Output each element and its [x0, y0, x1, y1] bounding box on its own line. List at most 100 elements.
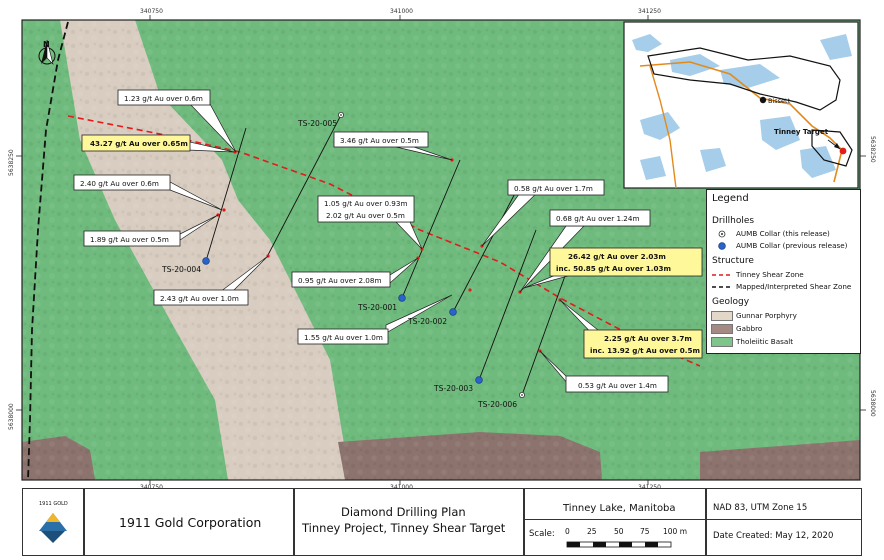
mapped-shear-zone: [27, 21, 69, 480]
callout-text-2: 2.02 g/t Au over 0.5m: [326, 211, 405, 220]
callout-text: 1.55 g/t Au over 1.0m: [304, 333, 383, 342]
legend-geology-label: Tholeiitic Basalt: [736, 337, 794, 346]
x-coord-bottom-2: 341000: [390, 484, 413, 491]
legend-collar-previous-label: AUMB Collar (previous release): [736, 241, 848, 250]
callout-text: 43.27 g/t Au over 0.65m: [90, 139, 188, 148]
collar-previous-release-icon: [711, 241, 733, 251]
callout-14: 0.53 g/t Au over 1.4m: [565, 375, 669, 393]
scale-tick-50: 50: [614, 527, 624, 536]
legend-geology-label: Gunnar Porphyry: [736, 311, 797, 320]
red-dashed-line-icon: [711, 270, 733, 280]
scale-tick-0: 0: [565, 527, 570, 536]
inset-label-tinney-target: Tinney Target: [774, 128, 829, 136]
callout-text: 0.58 g/t Au over 1.7m: [514, 184, 593, 193]
title-cell: Diamond Drilling Plan Tinney Project, Ti…: [294, 488, 524, 556]
hole-label-ts-20-006: TS-20-006: [477, 400, 517, 409]
x-coord-bottom-1: 340750: [140, 484, 163, 491]
tinney-target-marker: [839, 147, 847, 155]
callout-6: 3.46 g/t Au over 0.5m: [333, 131, 429, 148]
hole-label-ts-20-001: TS-20-001: [357, 303, 397, 312]
scale-bar: [566, 541, 672, 548]
y-coord-right-2: 5638000: [869, 390, 876, 417]
legend-mapped-label: Mapped/Interpreted Shear Zone: [736, 282, 852, 291]
callout-text: 3.46 g/t Au over 0.5m: [340, 136, 419, 145]
inset-map: Bissett Tinney Target: [623, 21, 859, 189]
collar-ts-20-002[interactable]: [449, 308, 457, 316]
legend-tinney-label: Tinney Shear Zone: [736, 270, 804, 279]
company-cell: 1911 Gold Corporation: [84, 488, 294, 556]
logo-cell: 1911 GOLD: [22, 488, 84, 556]
scale-tick-75: 75: [640, 527, 650, 536]
callout-text: 2.43 g/t Au over 1.0m: [160, 294, 239, 303]
legend-collar-this-label: AUMB Collar (this release): [736, 229, 830, 238]
trace-ts-20-005: [267, 114, 342, 256]
hole-label-ts-20-002: TS-20-002: [407, 317, 447, 326]
datum-cell: NAD 83, UTM Zone 15 Date Created: May 12…: [706, 488, 862, 556]
x-coord-top-2: 341000: [390, 8, 413, 15]
trace-ts-20-004: [205, 127, 247, 262]
map-title-line1: Diamond Drilling Plan: [341, 505, 466, 519]
legend-mapped: Mapped/Interpreted Shear Zone: [711, 281, 851, 292]
company-logo-icon: [39, 513, 67, 543]
callout-text: 0.95 g/t Au over 2.08m: [298, 276, 381, 285]
collar-ts-20-004[interactable]: [202, 257, 210, 265]
callout-13: 2.25 g/t Au over 3.7m inc. 13.92 g/t Au …: [583, 329, 703, 359]
callout-3: 2.40 g/t Au over 0.6m: [73, 174, 171, 191]
y-coord-left-2: 5638000: [8, 403, 15, 430]
y-coord-left-1: 5638250: [8, 149, 15, 176]
callout-text: 1.05 g/t Au over 0.93m: [324, 199, 407, 208]
location-text: Tinney Lake, Manitoba: [563, 503, 676, 514]
legend-geology-basalt: Tholeiitic Basalt: [711, 336, 793, 347]
trace-ts-20-006: [521, 261, 571, 396]
legend-title: Legend: [712, 193, 749, 204]
callout-11: 0.68 g/t Au over 1.24m: [549, 209, 651, 227]
scale-tick-25: 25: [587, 527, 597, 536]
legend-collar-previous: AUMB Collar (previous release): [711, 240, 847, 251]
callout-text: 26.42 g/t Au over 2.03m: [568, 252, 666, 261]
callout-9: 1.55 g/t Au over 1.0m: [297, 328, 389, 345]
callout-text-2: inc. 13.92 g/t Au over 0.5m: [590, 346, 700, 355]
title-block: 1911 GOLD 1911 Gold Corporation Diamond …: [0, 488, 884, 560]
callout-1: 1.23 g/t Au over 0.6m: [117, 89, 211, 106]
callout-8: 0.95 g/t Au over 2.08m: [291, 271, 391, 288]
legend-geology-porphyry: Gunnar Porphyry: [711, 310, 797, 321]
legend-structure-heading: Structure: [712, 256, 754, 266]
basalt-swatch-icon: [711, 336, 733, 347]
scale-tick-100: 100 m: [663, 527, 688, 536]
legend-collar-this: AUMB Collar (this release): [711, 228, 830, 239]
x-coord-bottom-3: 341250: [638, 484, 661, 491]
callout-text: 2.40 g/t Au over 0.6m: [80, 179, 159, 188]
legend-geology-heading: Geology: [712, 297, 750, 307]
collar-ts-20-001[interactable]: [398, 294, 406, 302]
date-text: Date Created: May 12, 2020: [713, 531, 834, 541]
callout-text: 0.68 g/t Au over 1.24m: [556, 214, 639, 223]
trace-ts-20-002: [452, 179, 523, 313]
legend-geology-gabbro: Gabbro: [711, 323, 762, 334]
x-coord-top-3: 341250: [638, 8, 661, 15]
callout-12: 26.42 g/t Au over 2.03m inc. 50.85 g/t A…: [549, 247, 703, 277]
map-title-line2: Tinney Project, Tinney Shear Target: [302, 521, 506, 535]
porphyry-swatch-icon: [711, 310, 733, 321]
location-scale-cell: Tinney Lake, Manitoba Scale: 0 25 50 75 …: [524, 488, 706, 556]
hole-label-ts-20-003: TS-20-003: [433, 384, 473, 393]
legend: Legend Drillholes AUMB Collar (this rele…: [706, 189, 861, 354]
inset-label-bissett: Bissett: [768, 97, 791, 105]
bissett-marker: [759, 96, 767, 104]
legend-geology-label: Gabbro: [736, 324, 763, 333]
company-name: 1911 Gold Corporation: [119, 515, 262, 530]
callout-5: 2.43 g/t Au over 1.0m: [153, 289, 249, 306]
collar-this-release-icon: [711, 229, 733, 239]
x-coord-top-1: 340750: [140, 8, 163, 15]
y-coord-right-1: 5638250: [869, 136, 876, 163]
scale-label: Scale:: [529, 529, 555, 539]
callout-text: 0.53 g/t Au over 1.4m: [578, 381, 657, 390]
collar-ts-20-003[interactable]: [475, 376, 483, 384]
callout-text: 1.89 g/t Au over 0.5m: [90, 235, 169, 244]
callout-10: 0.58 g/t Au over 1.7m: [507, 179, 605, 196]
legend-tinney: Tinney Shear Zone: [711, 269, 804, 280]
trace-ts-20-003: [478, 229, 537, 381]
logo-text: 1911 GOLD: [39, 501, 68, 507]
gabbro-swatch-icon: [711, 323, 733, 334]
north-label: N: [43, 40, 50, 49]
callout-4: 1.89 g/t Au over 0.5m: [83, 230, 181, 247]
